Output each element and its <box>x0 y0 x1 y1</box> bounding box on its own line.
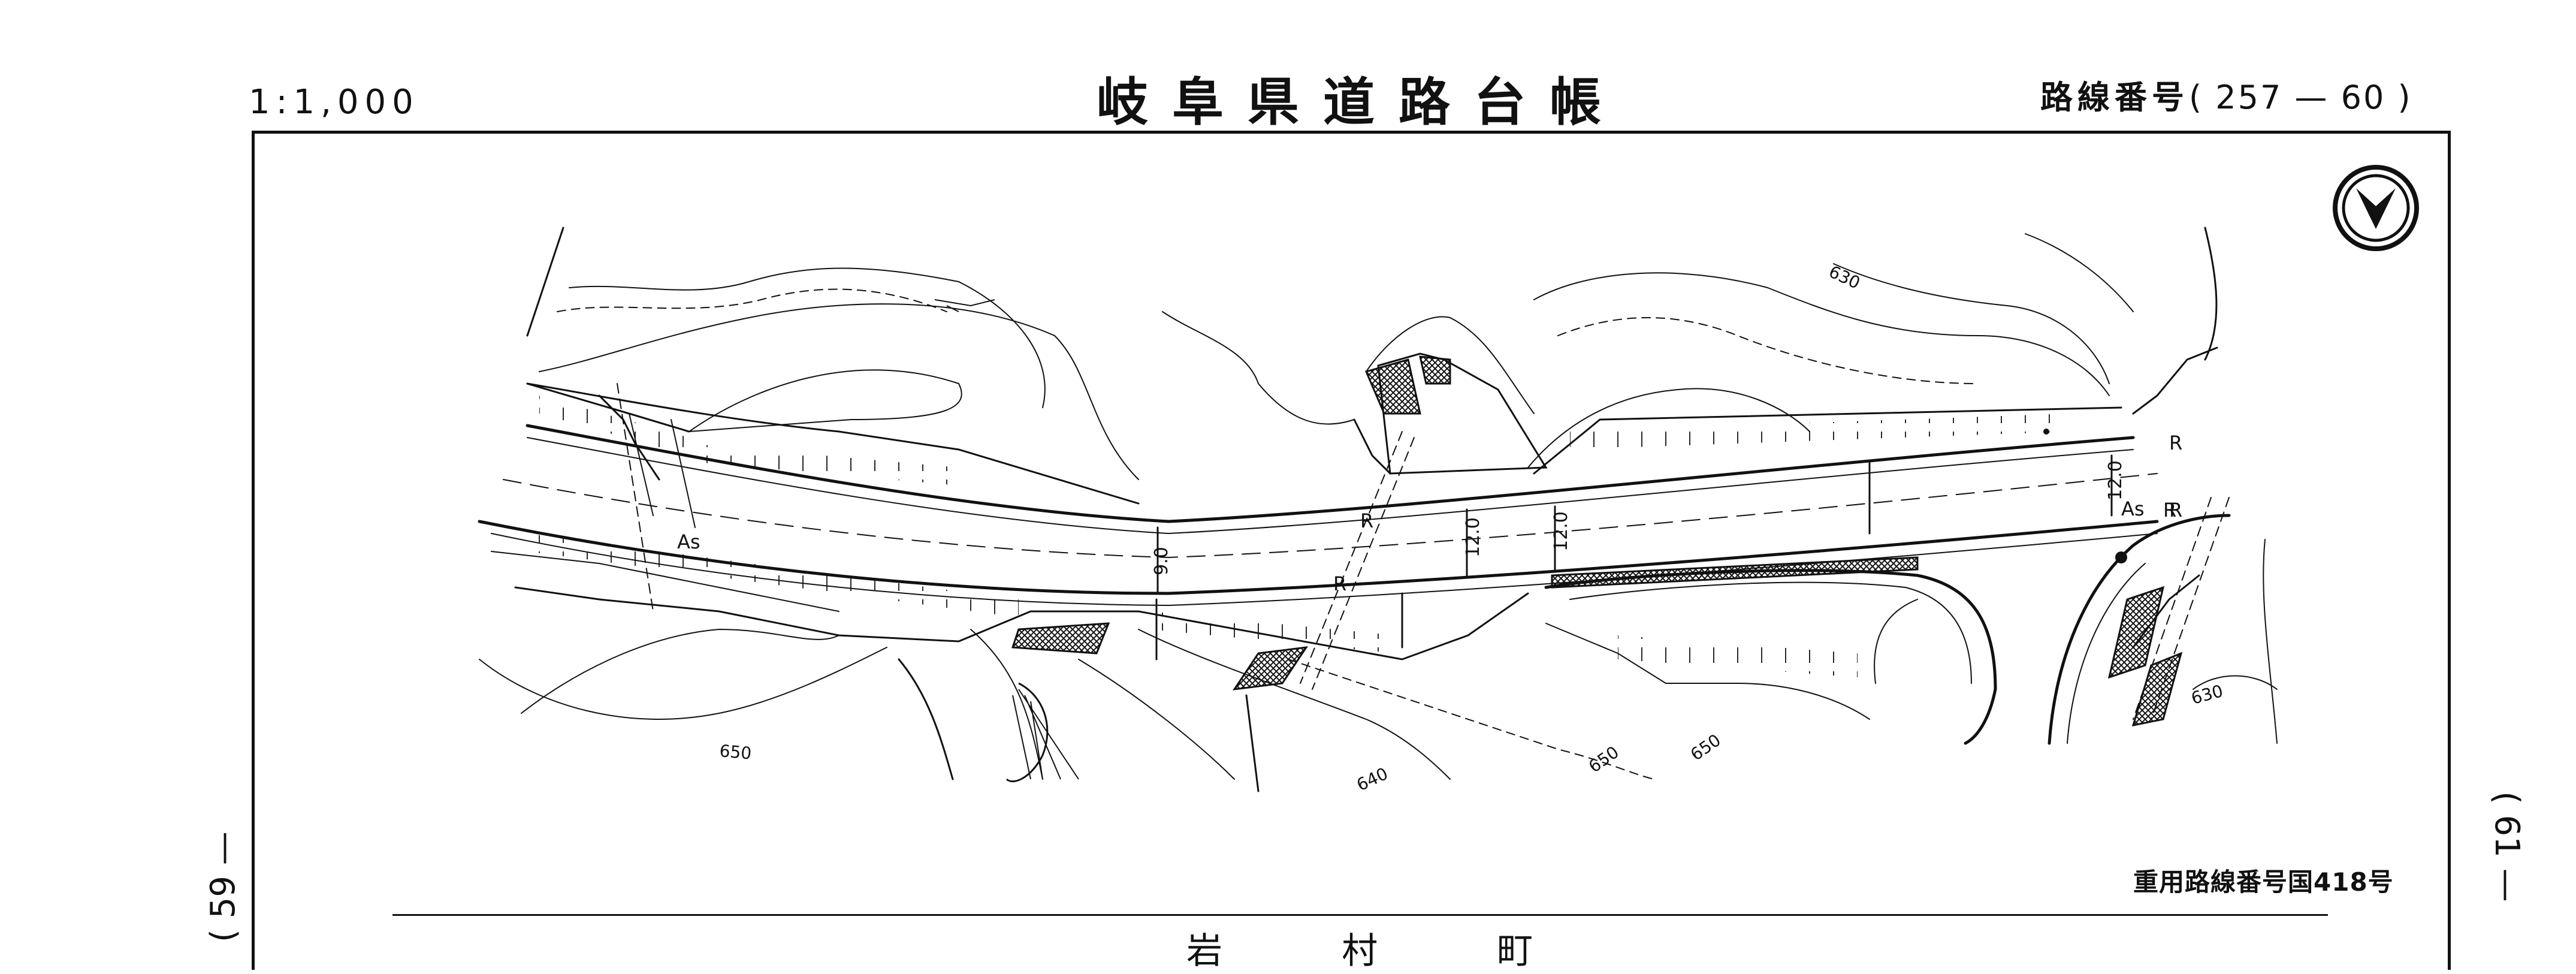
structure-lower-mid <box>1232 646 1309 690</box>
road-edge-north-inner <box>527 437 2134 535</box>
contour-label-4: 650 <box>1687 730 1725 765</box>
contour-label-6: 630 <box>2189 681 2225 708</box>
contour-label-2: 640 <box>1354 764 1391 795</box>
road-edge-north <box>526 424 2135 523</box>
contour-label-5: 650 <box>718 741 752 764</box>
road-label-as-1: As <box>677 530 700 553</box>
road-map: 9.0 12.0 12.0 12.0 As R R R R As R 630 6… <box>478 227 2278 795</box>
road-label-r-3: R <box>2169 432 2182 454</box>
map-frame <box>252 131 2451 970</box>
road-center-line <box>503 473 2158 559</box>
north-arrow-icon <box>2333 165 2419 251</box>
structure-upper-right <box>1419 355 1451 385</box>
route-label: 路線番号 <box>2040 79 2189 116</box>
contour-label-3: 650 <box>1585 742 1623 777</box>
next-page-number: ( 61 — <box>2487 791 2529 942</box>
road-label-r-5: R <box>2163 499 2176 521</box>
bridge-deck-lower <box>1551 556 1919 589</box>
map-scale: 1:1,000 <box>249 83 419 122</box>
structure-right <box>2107 586 2165 679</box>
road-label-r-1: R <box>1360 509 1373 532</box>
width-label-4: 12.0 <box>2105 460 2126 500</box>
previous-page-number: ( 59 — <box>204 803 243 942</box>
road-label-r-4: R <box>2169 499 2182 521</box>
width-label-2: 12.0 <box>1463 517 1484 557</box>
structure-lower-left <box>1011 622 1110 655</box>
page-title: 岐阜県道路台帳 <box>1097 73 1625 132</box>
structure-upper-left <box>1364 358 1421 415</box>
national-route-note: 重用路線番号国418号 <box>2133 867 2394 897</box>
previous-page-text: ( 59 — <box>204 831 243 942</box>
contour-label-1: 630 <box>1826 261 1863 292</box>
place-name: 岩 村 町 <box>1186 930 1587 972</box>
road-label-r-2: R <box>1333 572 1346 595</box>
route-value: ( 257 — 60 ) <box>2189 79 2412 116</box>
road-label-as-2: As <box>2121 497 2145 520</box>
structure-right-2 <box>2131 652 2183 726</box>
route-number: 路線番号( 257 — 60 ) <box>2040 71 2412 118</box>
width-label-1: 9.0 <box>1151 547 1172 575</box>
divider-line <box>392 914 2328 916</box>
next-page-text: ( 61 — <box>2487 791 2526 902</box>
width-label-3: 12.0 <box>1551 511 1572 551</box>
